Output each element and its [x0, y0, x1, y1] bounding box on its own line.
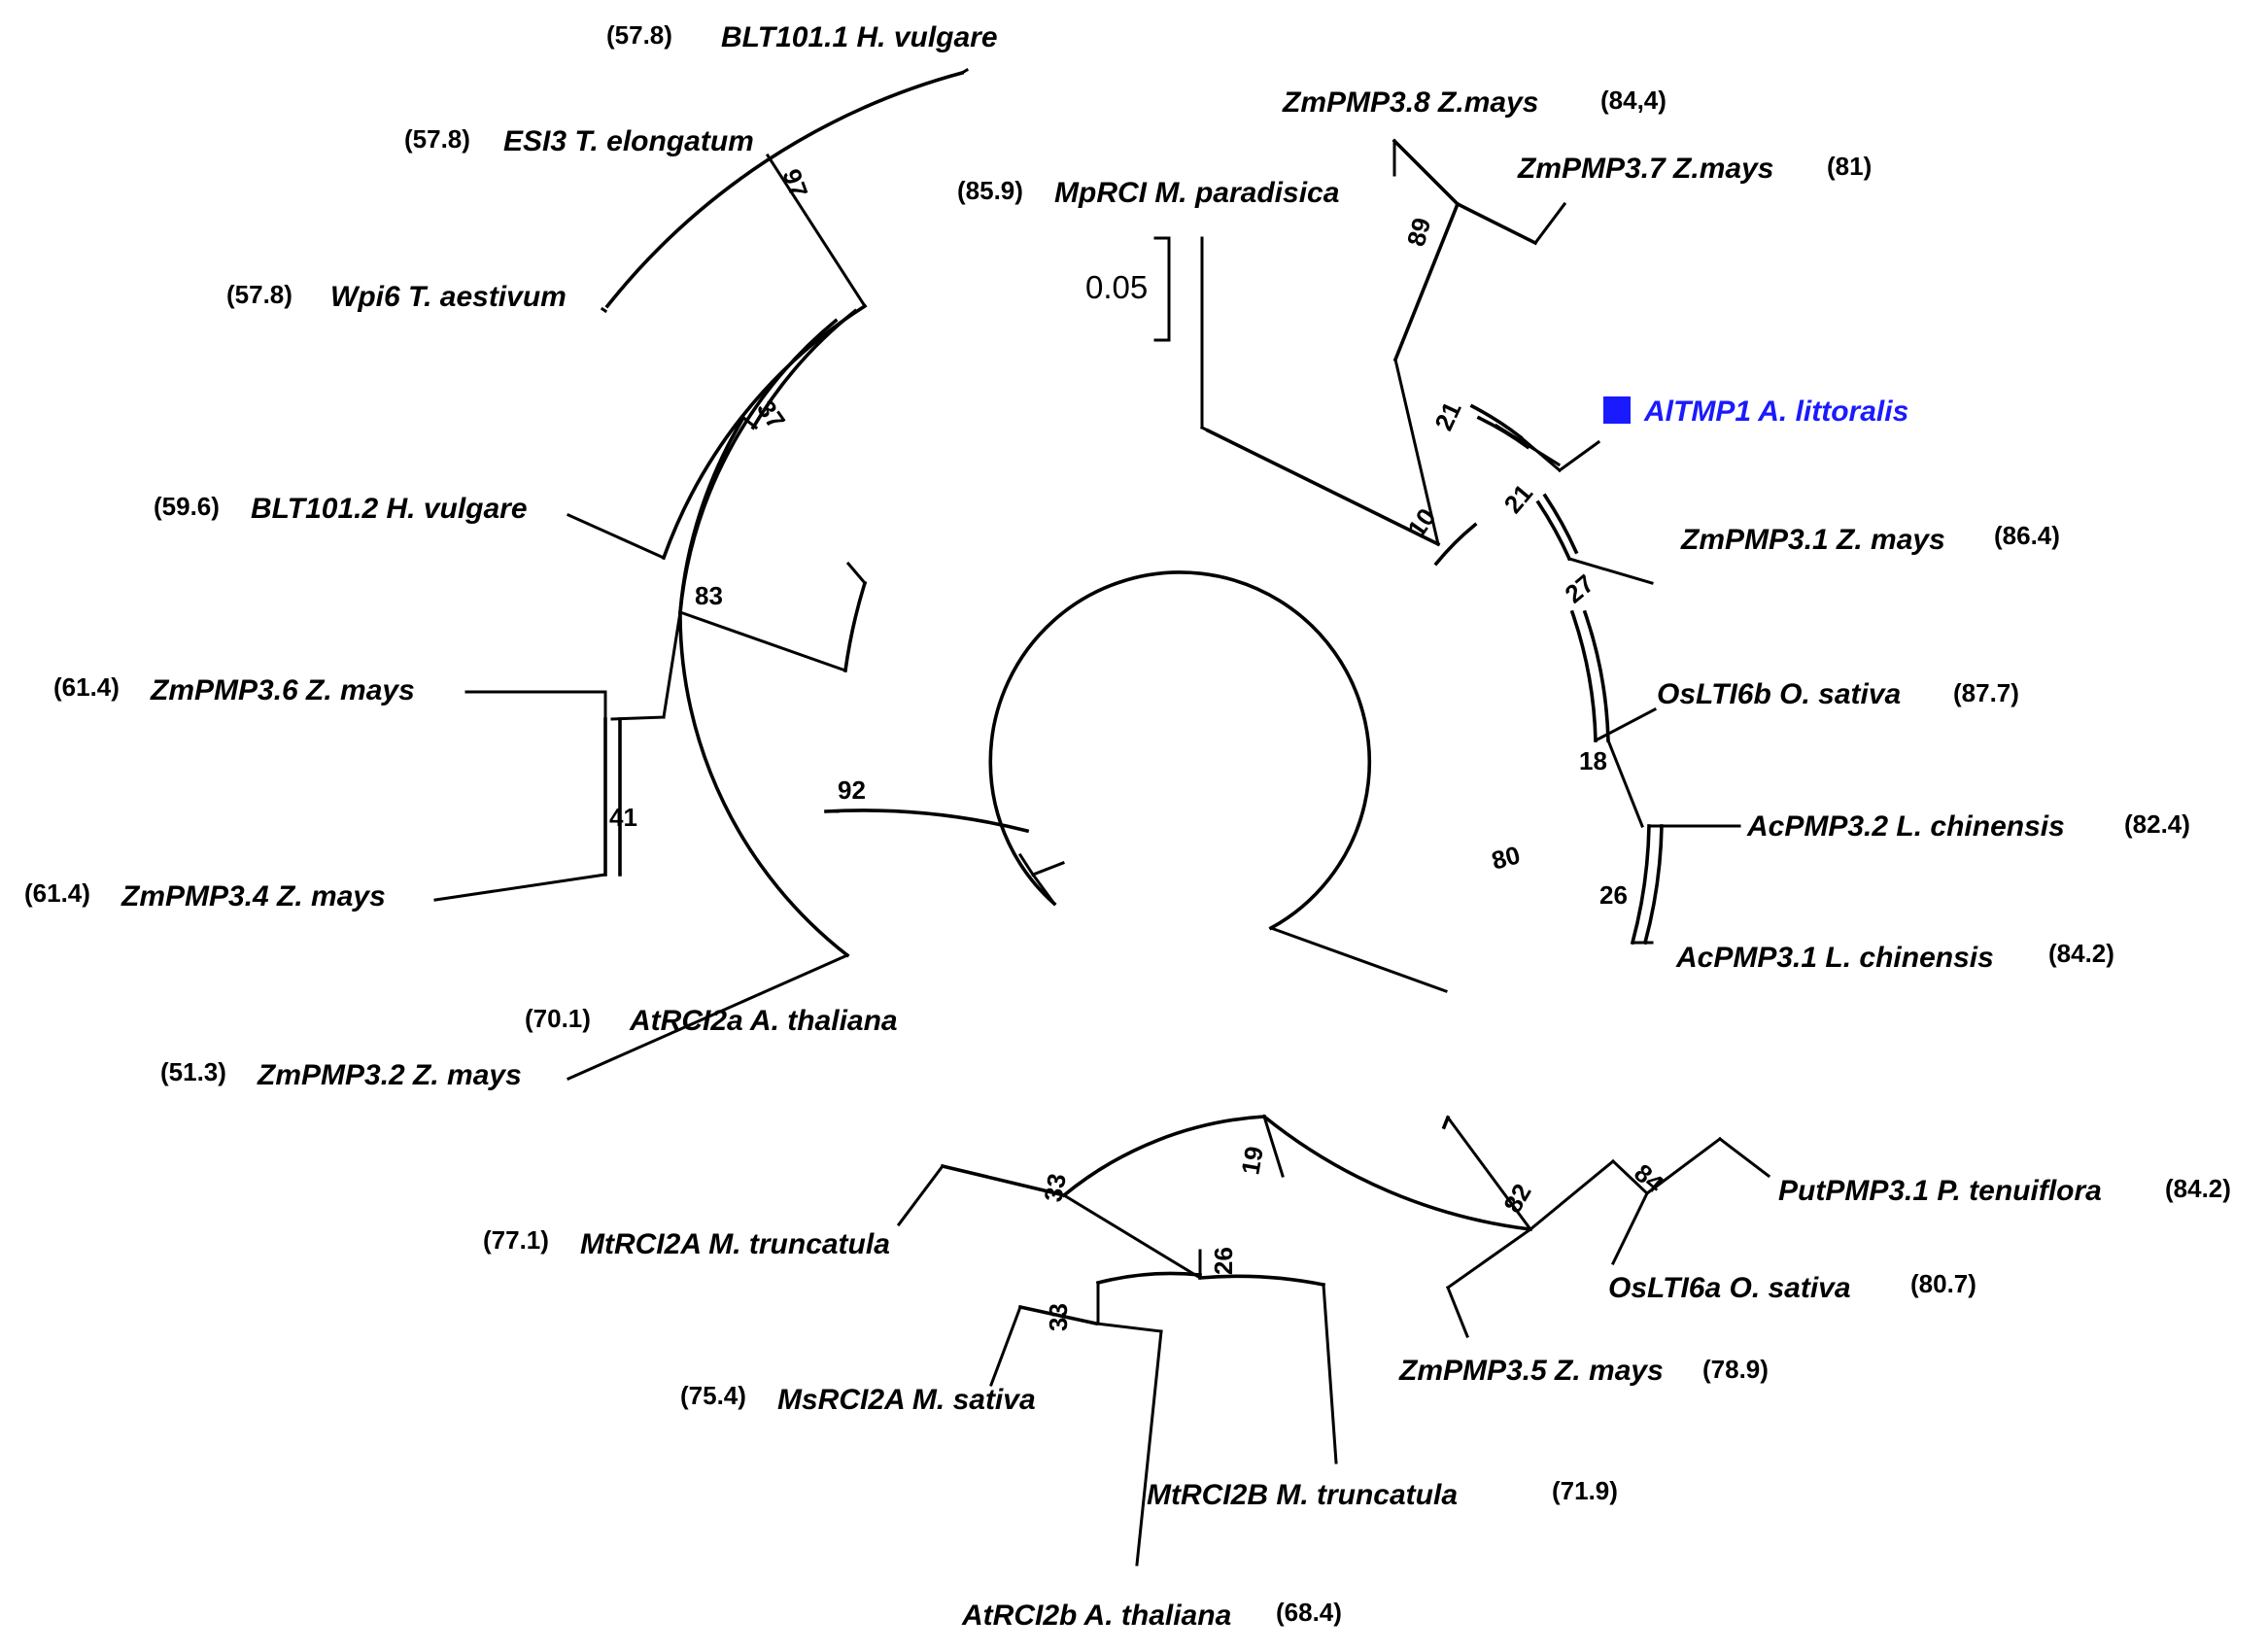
taxon-zmpmp31: ZmPMP3.1 Z. mays (86.4)	[1680, 521, 2060, 556]
taxon-blt1011: (57.8) BLT101.1 H. vulgare	[606, 20, 998, 53]
taxon-name: OsLTI6b O. sativa	[1657, 678, 1901, 710]
bootstrap-label: 89	[1401, 215, 1436, 250]
taxon-mprci: (85.9) MpRCI M. paradisica	[957, 176, 1339, 209]
taxon-value: (84.2)	[2048, 939, 2114, 968]
taxon-value: (87.7)	[1953, 678, 2019, 707]
taxon-value: (78.9)	[1702, 1355, 1769, 1384]
bootstrap-label: 82	[1497, 1179, 1536, 1218]
taxon-msrci2a: (75.4) MsRCI2A M. sativa	[680, 1381, 1036, 1416]
taxon-value: (51.3)	[160, 1057, 226, 1086]
bootstrap-label: 83	[695, 581, 723, 610]
taxon-blt1012: (59.6) BLT101.2 H. vulgare	[154, 492, 528, 525]
taxon-atrci2a: (70.1) AtRCI2a A. thaliana	[525, 1004, 898, 1037]
taxon-zmpmp34: (61.4) ZmPMP3.4 Z. mays	[24, 878, 386, 912]
taxon-acpmp32: AcPMP3.2 L. chinensis (82.4)	[1746, 809, 2190, 843]
taxon-name: ZmPMP3.5 Z. mays	[1398, 1355, 1664, 1387]
taxon-zmpmp37: ZmPMP3.7 Z.mays (81)	[1517, 152, 1872, 185]
taxon-value: (70.1)	[525, 1004, 591, 1033]
bootstrap-label: 33	[1038, 1171, 1072, 1204]
taxon-value: (85.9)	[957, 176, 1023, 205]
taxon-value: (75.4)	[680, 1381, 746, 1410]
scale-bar-label: 0.05	[1085, 269, 1148, 305]
bootstrap-label: 26	[1209, 1247, 1238, 1275]
taxon-name: MtRCI2B M. truncatula	[1147, 1479, 1458, 1511]
taxon-name: AlTMP1 A. littoralis	[1643, 396, 1908, 428]
taxon-name: ZmPMP3.8 Z.mays	[1282, 86, 1538, 119]
taxon-value: (57.8)	[606, 20, 672, 50]
taxon-acpmp31: AcPMP3.1 L. chinensis (84.2)	[1675, 939, 2114, 974]
bootstrap-label: 33	[1044, 1303, 1073, 1331]
taxon-value: (81)	[1827, 152, 1872, 181]
taxon-name: ZmPMP3.7 Z.mays	[1517, 153, 1773, 185]
taxon-name: ZmPMP3.4 Z. mays	[120, 880, 386, 912]
taxon-name: MpRCI M. paradisica	[1054, 177, 1339, 209]
taxon-value: (61.4)	[24, 878, 90, 908]
taxon-labels: (57.8) BLT101.1 H. vulgare (57.8) ESI3 T…	[24, 20, 2231, 1632]
taxon-name: Wpi6 T. aestivum	[330, 281, 567, 313]
taxon-name: BLT101.2 H. vulgare	[251, 493, 528, 525]
taxon-zmpmp36: (61.4) ZmPMP3.6 Z. mays	[53, 672, 415, 706]
taxon-name: MsRCI2A M. sativa	[777, 1384, 1036, 1416]
taxon-mtrci2b: MtRCI2B M. truncatula (71.9)	[1147, 1476, 1618, 1511]
taxon-atrci2b: AtRCI2b A. thaliana (68.4)	[961, 1598, 1342, 1632]
bootstrap-label: 41	[609, 803, 637, 832]
taxon-oslti6a: OsLTI6a O. sativa (80.7)	[1608, 1269, 1976, 1304]
taxon-mtrci2a: (77.1) MtRCI2A M. truncatula	[483, 1225, 890, 1260]
taxon-value: (59.6)	[154, 492, 220, 521]
taxon-altmp1: AlTMP1 A. littoralis	[1603, 396, 1908, 428]
taxon-wpi6: (57.8) Wpi6 T. aestivum	[226, 280, 567, 313]
taxon-name: ZmPMP3.2 Z. mays	[257, 1059, 522, 1091]
taxon-value: (71.9)	[1552, 1476, 1618, 1505]
bootstrap-label: 21	[1498, 478, 1539, 518]
taxon-value: (77.1)	[483, 1225, 549, 1255]
taxon-name: AcPMP3.2 L. chinensis	[1746, 810, 2065, 843]
taxon-name: BLT101.1 H. vulgare	[721, 21, 998, 53]
taxon-name: OsLTI6a O. sativa	[1608, 1272, 1851, 1304]
square-marker-icon	[1603, 396, 1631, 424]
taxon-name: ZmPMP3.6 Z. mays	[150, 674, 415, 706]
bootstrap-label: 27	[1560, 568, 1599, 609]
taxon-name: MtRCI2A M. truncatula	[580, 1228, 890, 1260]
taxon-value: (57.8)	[226, 280, 292, 309]
bootstrap-label: 92	[838, 775, 866, 805]
scale-bar: 0.05	[1085, 236, 1171, 342]
taxon-name: AtRCI2a A. thaliana	[629, 1005, 898, 1037]
taxon-value: (57.8)	[404, 124, 470, 154]
taxon-oslti6b: OsLTI6b O. sativa (87.7)	[1657, 678, 2019, 710]
taxon-zmpmp32: (51.3) ZmPMP3.2 Z. mays	[160, 1057, 522, 1091]
taxon-value: (84,4)	[1600, 86, 1667, 115]
taxon-zmpmp35: ZmPMP3.5 Z. mays (78.9)	[1398, 1355, 1769, 1387]
bootstrap-label: 26	[1599, 880, 1628, 910]
taxon-name: ESI3 T. elongatum	[503, 125, 754, 157]
taxon-putpmp31: PutPMP3.1 P. tenuiflora (84.2)	[1778, 1174, 2231, 1207]
bootstrap-label: 84	[1629, 1158, 1669, 1199]
taxon-name: AcPMP3.1 L. chinensis	[1675, 942, 1994, 974]
taxon-value: (61.4)	[53, 672, 120, 702]
taxon-name: AtRCI2b A. thaliana	[961, 1600, 1231, 1632]
taxon-value: (84.2)	[2165, 1174, 2231, 1203]
bootstrap-label: 18	[1579, 746, 1607, 775]
taxon-value: (80.7)	[1910, 1269, 1976, 1298]
taxon-value: (82.4)	[2124, 809, 2190, 839]
taxon-name: ZmPMP3.1 Z. mays	[1680, 524, 1945, 556]
bootstrap-label: 97	[776, 165, 813, 201]
bootstrap-label: 19	[1235, 1144, 1269, 1177]
taxon-value: (68.4)	[1276, 1598, 1342, 1627]
bootstrap-label: 80	[1489, 840, 1524, 875]
taxon-value: (86.4)	[1994, 521, 2060, 550]
taxon-name: PutPMP3.1 P. tenuiflora	[1778, 1175, 2102, 1207]
bootstrap-values: 97 37 83 41 92 89 21 21 10 27 18 26 80 1…	[609, 165, 1669, 1331]
tree-branches	[433, 67, 1771, 1566]
bootstrap-label: 21	[1428, 397, 1466, 435]
taxon-zmpmp38: ZmPMP3.8 Z.mays (84,4)	[1282, 86, 1667, 119]
taxon-esi3: (57.8) ESI3 T. elongatum	[404, 124, 754, 157]
